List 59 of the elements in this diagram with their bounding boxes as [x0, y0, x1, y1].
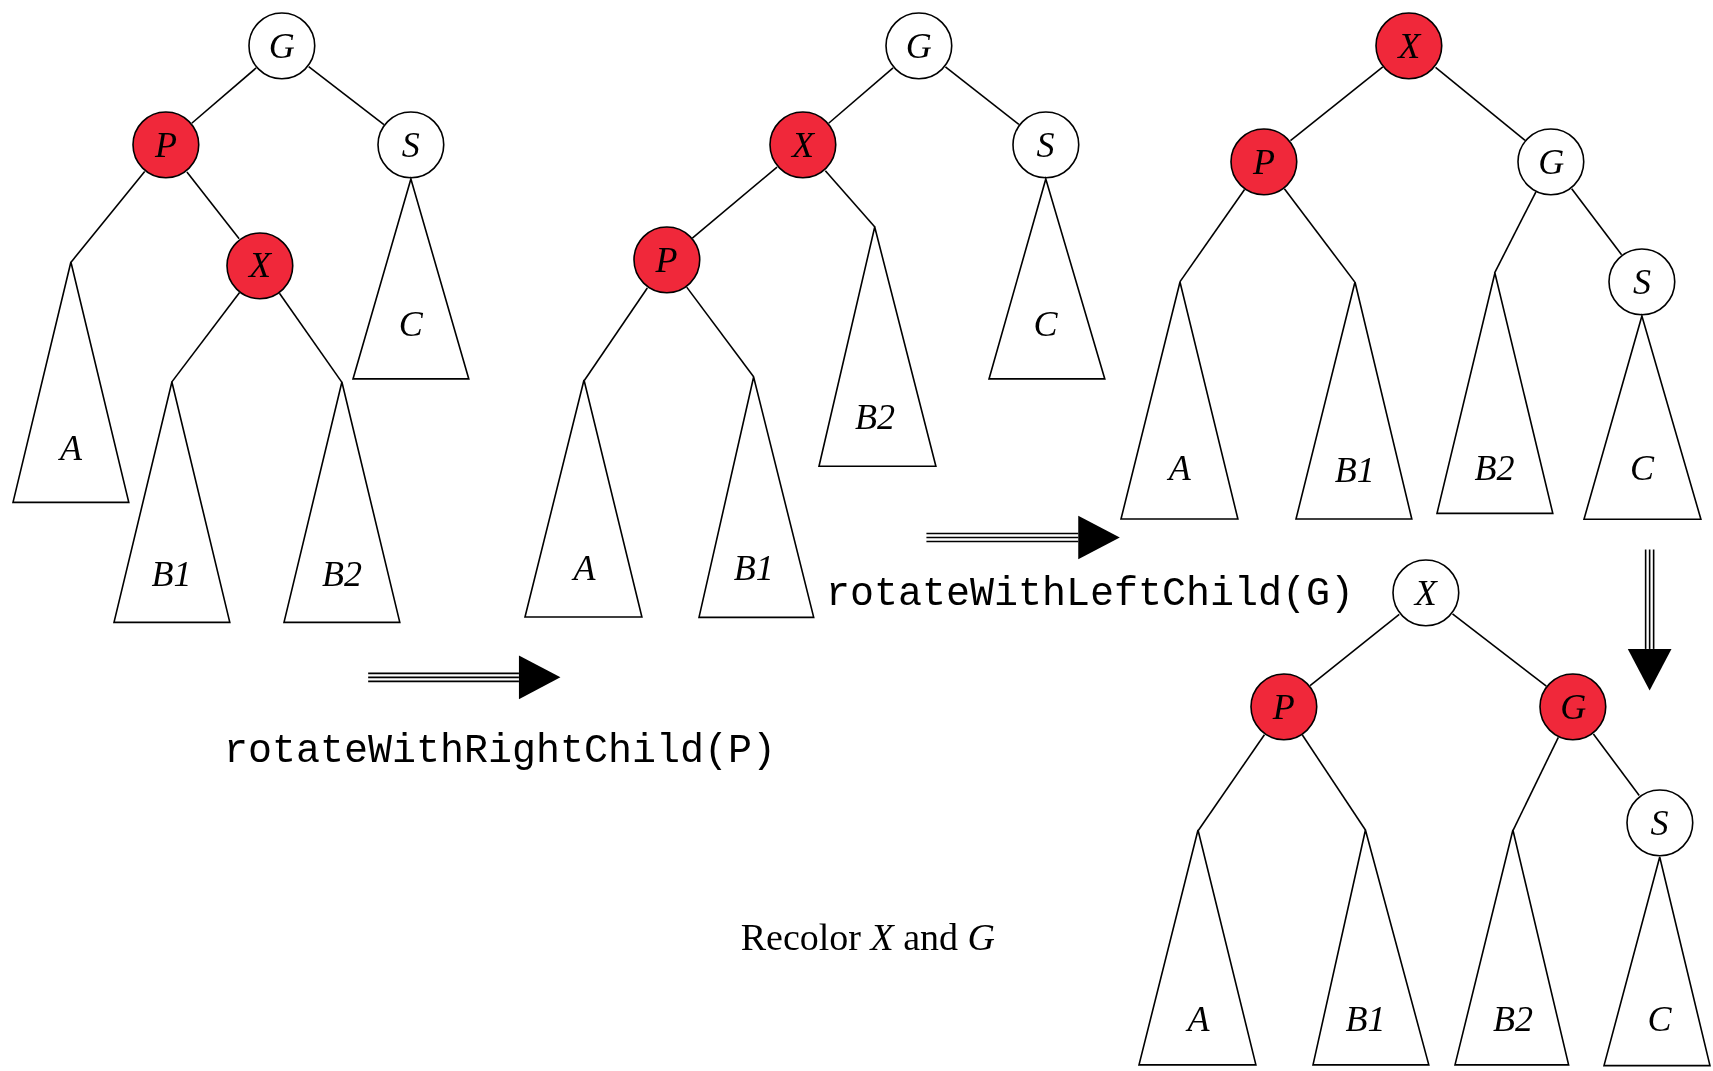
tree-edge: [1301, 734, 1367, 832]
subtree-label: A: [573, 550, 596, 587]
operation-label: rotateWithRightChild(P): [223, 731, 777, 772]
tree-edge: [170, 291, 241, 384]
subtree-label: C: [398, 306, 423, 343]
tree-edge: [1434, 66, 1526, 142]
subtree-label: A: [1168, 449, 1191, 486]
tree-edge: [1512, 736, 1560, 832]
node-label: X: [1414, 575, 1437, 612]
node-label: G: [1560, 688, 1587, 725]
subtree-label: B1: [1345, 1001, 1386, 1038]
node-label: S: [401, 127, 420, 164]
node-label: G: [905, 27, 932, 64]
tree-edge: [944, 66, 1020, 126]
tree-edge: [824, 169, 876, 229]
tree-edge: [583, 287, 649, 381]
tree-edge: [186, 171, 240, 240]
tree-edge: [827, 67, 894, 125]
tree-edge: [685, 286, 755, 378]
node-label: X: [1398, 27, 1421, 64]
operation-label: rotateWithLeftChild(G): [825, 575, 1354, 616]
node-label: X: [249, 247, 271, 284]
node-label: S: [1036, 127, 1055, 164]
subtree-label: B1: [733, 550, 774, 587]
node-label: S: [1632, 263, 1651, 300]
tree-edge: [1309, 613, 1401, 687]
tree-edge: [1451, 613, 1548, 687]
node-label: S: [1650, 804, 1669, 841]
subtree-label: B1: [151, 555, 192, 592]
tree-edge: [1197, 733, 1266, 832]
subtree-label: B2: [321, 555, 362, 592]
note-text: Recolor X and G: [740, 918, 996, 957]
subtree-label: C: [1033, 306, 1058, 343]
node-label: P: [655, 242, 678, 278]
subtree-label: B2: [855, 399, 896, 436]
tree-edge: [1592, 733, 1641, 797]
subtree-label: B2: [1474, 449, 1515, 486]
node-label: X: [791, 127, 814, 164]
subtree-label: C: [1629, 449, 1654, 486]
subtree-label: A: [60, 429, 82, 466]
tree-edge: [70, 170, 146, 263]
tree-edge: [307, 65, 385, 126]
subtree-label: C: [1647, 1001, 1672, 1038]
tree-edge: [190, 67, 257, 125]
subtree-label: B1: [1334, 451, 1375, 488]
tree-edge: [1570, 187, 1623, 256]
node-label: P: [1253, 143, 1275, 180]
tree-edge: [691, 166, 778, 240]
node-label: G: [268, 27, 295, 64]
subtree-label: B2: [1493, 1001, 1534, 1038]
node-label: P: [155, 127, 178, 164]
node-label: P: [1272, 688, 1295, 725]
tree-edge: [1283, 187, 1356, 283]
tree-edge: [1493, 191, 1537, 274]
tree-edge: [278, 292, 343, 384]
subtree-label: A: [1187, 1001, 1210, 1038]
tree-edge: [1179, 188, 1246, 283]
tree-edge: [1289, 66, 1384, 142]
node-label: G: [1538, 143, 1565, 180]
